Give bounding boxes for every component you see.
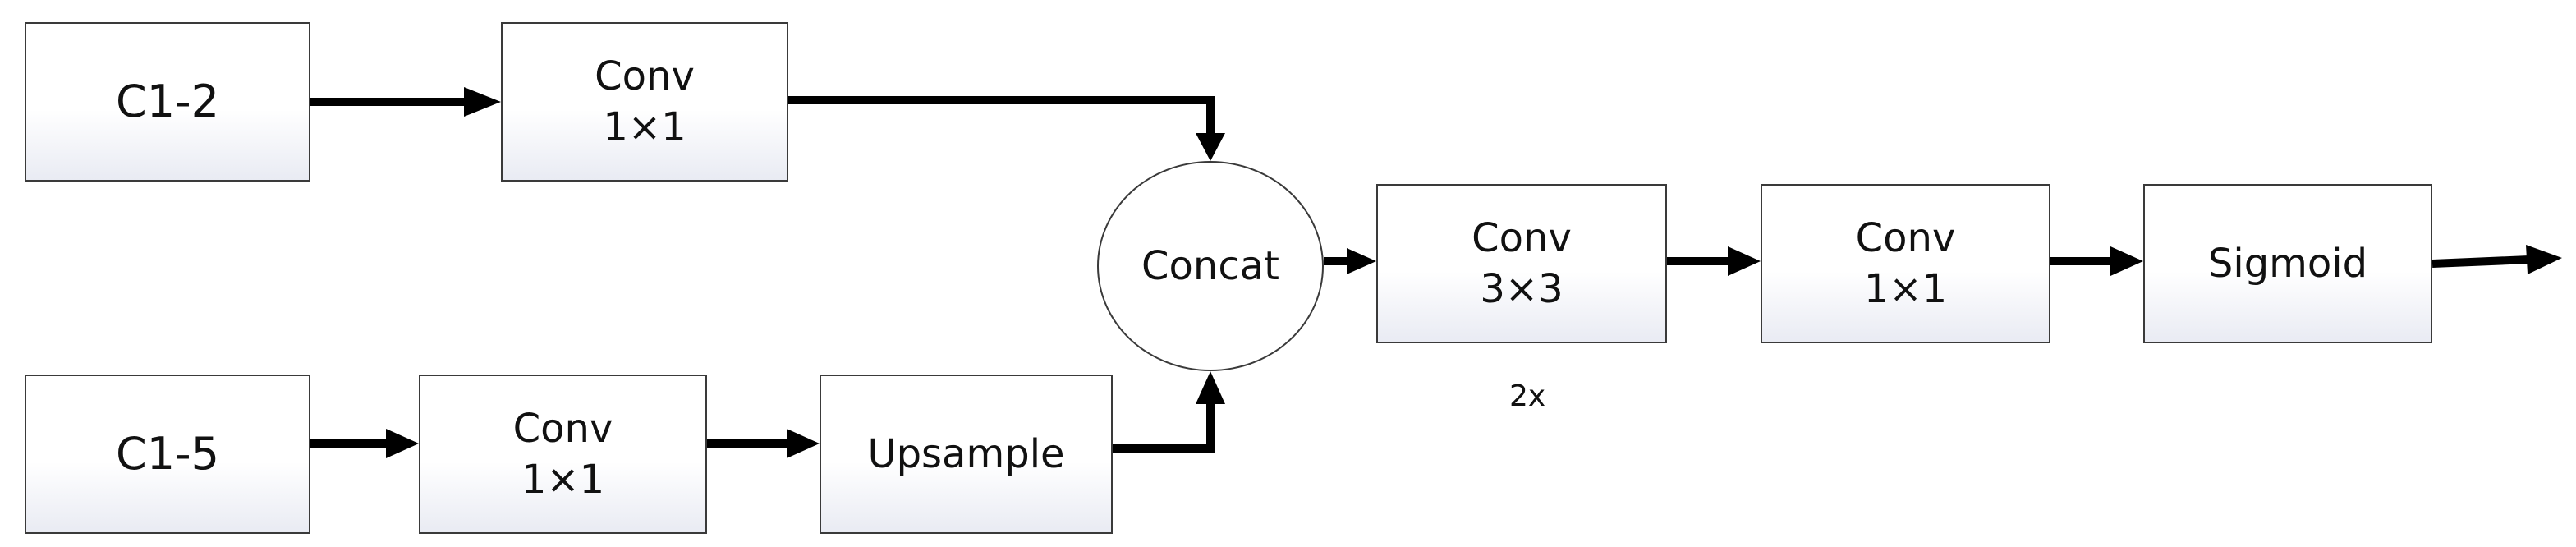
arrowhead-output (2526, 245, 2562, 274)
c15-label: C1-5 (116, 427, 219, 480)
concat-label: Concat (1141, 243, 1279, 289)
arrowhead-c12-conv (464, 87, 501, 117)
arrow-upsample-to-concat-bottom (1113, 404, 1215, 453)
conv-bottom-line2: 1×1 (521, 457, 605, 503)
upsample-block: Upsample (820, 375, 1113, 534)
conv-1x1-right-block: Conv 1×1 (1761, 184, 2050, 343)
conv-bottom-line1: Conv (512, 405, 613, 452)
arrowhead-concat-conv3x3 (1347, 248, 1376, 274)
repeat-note: 2x (1509, 379, 1546, 413)
arrowhead-top-concat (1196, 133, 1225, 161)
conv-top-line2: 1×1 (603, 104, 686, 150)
arrowhead-c15-conv (386, 429, 419, 458)
sigmoid-label: Sigmoid (2207, 240, 2368, 287)
conv-1x1-top-block: Conv 1×1 (501, 22, 788, 182)
c12-block: C1-2 (25, 22, 310, 182)
conv1x1-right-line1: Conv (1855, 214, 1956, 261)
arrowhead-bottom-concat (1196, 371, 1225, 404)
arrow-conv-to-concat-top (788, 96, 1215, 133)
c15-block: C1-5 (25, 375, 310, 534)
conv-1x1-bottom-block: Conv 1×1 (419, 375, 707, 534)
upsample-label: Upsample (867, 430, 1065, 477)
concat-node: Concat (1097, 161, 1324, 371)
conv-3x3-block: Conv 3×3 (1376, 184, 1667, 343)
conv1x1-right-line2: 1×1 (1863, 266, 1948, 312)
c12-label: C1-2 (116, 75, 219, 127)
conv3x3-line1: Conv (1472, 214, 1572, 261)
conv3x3-line2: 3×3 (1480, 266, 1564, 312)
arrow-sigmoid-output (2431, 255, 2530, 268)
arrowhead-conv1x1-sigmoid (2110, 246, 2143, 276)
arrowhead-conv3x3-conv1x1 (1728, 246, 1761, 276)
conv-top-line1: Conv (595, 53, 695, 99)
arrowhead-conv-upsample (787, 429, 820, 458)
sigmoid-block: Sigmoid (2143, 184, 2432, 343)
